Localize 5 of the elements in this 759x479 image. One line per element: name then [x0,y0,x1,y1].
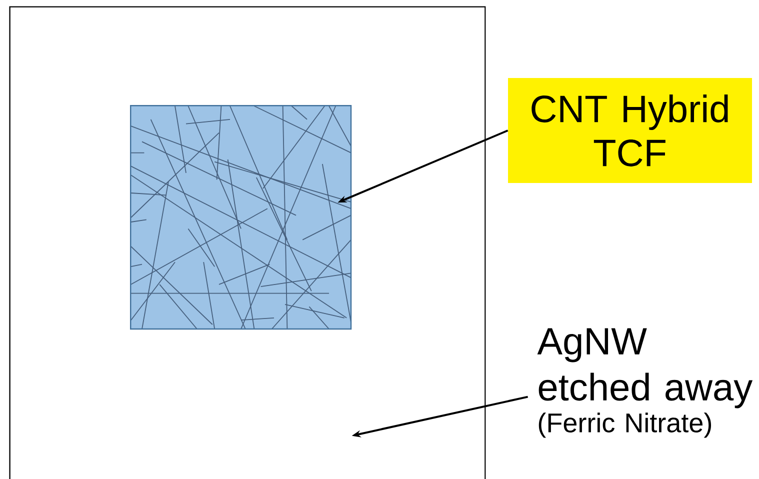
nanowire-film-square [130,105,352,330]
callout-box: CNT Hybrid TCF [508,78,752,183]
note-text: (Ferric Nitrate) [538,412,712,438]
callout-text: AgNW etched away [537,328,753,408]
substrate-outline [9,6,486,479]
